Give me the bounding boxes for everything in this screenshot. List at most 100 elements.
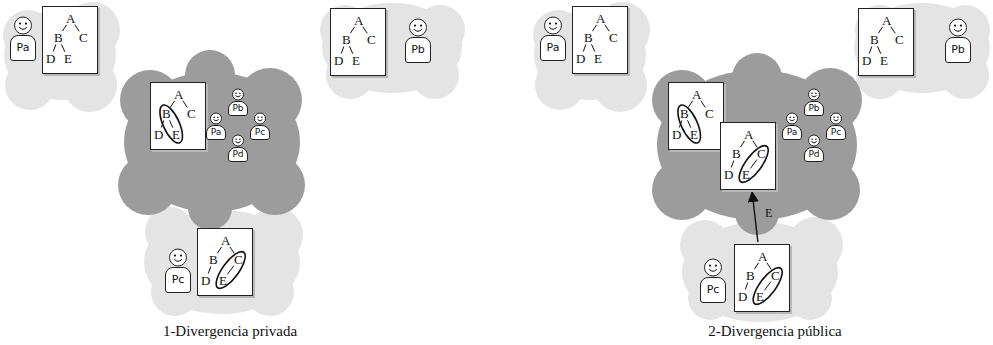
person-head bbox=[826, 112, 846, 125]
tree-letter: C bbox=[771, 269, 780, 282]
person-head bbox=[804, 134, 824, 147]
cloud-part bbox=[246, 268, 294, 316]
smile bbox=[812, 142, 817, 143]
cloud-part bbox=[188, 186, 232, 230]
tree-branch bbox=[170, 101, 174, 107]
tree-letter: E bbox=[690, 128, 698, 141]
document-page: AB C DE bbox=[330, 8, 386, 76]
private-cloud bbox=[533, 2, 650, 112]
tree-branch bbox=[878, 46, 881, 53]
tree-letter: E bbox=[64, 52, 72, 65]
tree-branch bbox=[605, 25, 609, 32]
person-head bbox=[700, 258, 726, 277]
eye bbox=[811, 93, 813, 95]
head-outline bbox=[233, 135, 244, 146]
document-page: ABCDE bbox=[858, 8, 914, 76]
tree-letter: E bbox=[756, 290, 764, 303]
tree-branch bbox=[227, 266, 234, 275]
tree-letter: B bbox=[54, 31, 63, 44]
tree-branch bbox=[688, 101, 692, 107]
head-outline bbox=[211, 113, 222, 124]
private-cloud bbox=[854, 3, 990, 99]
tree-letter: D bbox=[862, 54, 871, 67]
tree-letter: E bbox=[219, 274, 227, 287]
eye bbox=[174, 255, 176, 257]
smile bbox=[174, 259, 182, 261]
cloud-part bbox=[732, 53, 782, 103]
person-body: Pb bbox=[945, 37, 971, 63]
document-page: ABCDE bbox=[150, 82, 206, 150]
person-figure: Pd bbox=[804, 134, 824, 162]
tree-branch bbox=[764, 282, 771, 291]
tree-branch bbox=[170, 120, 173, 127]
eye bbox=[239, 93, 241, 95]
person-body: Pb bbox=[804, 101, 824, 116]
tree-branch bbox=[750, 160, 757, 169]
tree-branch bbox=[183, 101, 187, 108]
person-name: Pc bbox=[707, 283, 720, 296]
tree-letter: D bbox=[154, 128, 163, 141]
tree-branch bbox=[592, 25, 596, 31]
tree-branch bbox=[701, 101, 705, 108]
person-head bbox=[206, 112, 226, 125]
head-outline bbox=[705, 259, 722, 276]
private-cloud bbox=[3, 2, 120, 112]
smile bbox=[19, 27, 27, 29]
cloud-part bbox=[151, 268, 199, 316]
person-figure: Pa bbox=[10, 16, 36, 61]
cloud-part bbox=[798, 68, 862, 132]
tree-letter: C bbox=[895, 33, 904, 46]
tree-branch bbox=[745, 283, 748, 290]
eye bbox=[235, 93, 237, 95]
tree-letter: C bbox=[367, 33, 376, 46]
tree-letter: E bbox=[172, 128, 180, 141]
tree-branch bbox=[341, 47, 344, 54]
smile bbox=[236, 96, 241, 97]
tree-letter: D bbox=[334, 54, 343, 67]
tree-letter: D bbox=[46, 52, 55, 65]
head-outline bbox=[170, 249, 187, 266]
tree-letter: D bbox=[672, 128, 681, 141]
tree-letter: E bbox=[352, 54, 360, 67]
person-name: Pb bbox=[951, 43, 965, 56]
cloud-part bbox=[787, 217, 843, 273]
person-figure: Pb bbox=[405, 18, 431, 63]
head-outline bbox=[809, 135, 820, 146]
person-body: Pa bbox=[782, 125, 802, 140]
smile bbox=[834, 120, 839, 121]
person-figure: Pd bbox=[228, 134, 248, 162]
tree-letter: D bbox=[576, 52, 585, 65]
cloud-part bbox=[238, 68, 302, 132]
person-head bbox=[228, 134, 248, 147]
tree-branch bbox=[350, 27, 354, 33]
tree-branch bbox=[230, 247, 234, 254]
person-figure: Pc bbox=[165, 248, 191, 293]
person-figure: Pa bbox=[540, 16, 566, 61]
tree-branch bbox=[869, 47, 872, 54]
person-figure: Pc bbox=[700, 258, 726, 303]
eye bbox=[19, 23, 21, 25]
eye bbox=[833, 117, 835, 119]
document-page: ABCDE bbox=[572, 6, 628, 74]
person-body: Pc bbox=[700, 277, 726, 303]
tree-letter: B bbox=[209, 253, 218, 266]
person-body: Pd bbox=[804, 147, 824, 162]
panel-caption: 2-Divergencia pública bbox=[708, 322, 841, 340]
tree-letter: A bbox=[744, 128, 753, 141]
person-name: Pc bbox=[831, 127, 841, 137]
tree-branch bbox=[583, 45, 586, 52]
document-page: ABCDE bbox=[42, 6, 98, 74]
tree-branch bbox=[753, 141, 757, 148]
eye bbox=[217, 117, 219, 119]
person-name: Pb bbox=[232, 103, 243, 113]
tree-letter: A bbox=[354, 14, 363, 27]
tree-letter: B bbox=[342, 33, 351, 46]
tree-branch bbox=[62, 44, 65, 51]
eye bbox=[837, 117, 839, 119]
tree-letter: B bbox=[680, 107, 689, 120]
person-name: Pb bbox=[808, 103, 819, 113]
person-body: Pa bbox=[10, 35, 36, 61]
tree-branch bbox=[767, 263, 771, 270]
